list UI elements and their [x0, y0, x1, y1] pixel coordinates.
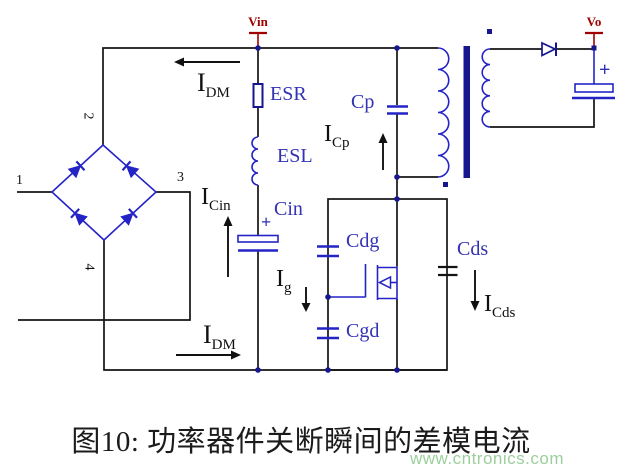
bridge-rectifier: [50, 143, 158, 242]
bottom-wire: [103, 240, 447, 371]
icds-label: ICds: [484, 291, 516, 321]
vo-terminal: [585, 31, 603, 47]
bridge-diamond: [50, 143, 158, 242]
esr-label: ESR: [270, 83, 307, 105]
cgd-capacitor: [317, 327, 339, 340]
cds-capacitor: [438, 265, 458, 277]
mosfet: [328, 264, 398, 300]
cgd-label: Cgd: [346, 320, 380, 342]
bridge-node-2-label: 2: [80, 112, 96, 120]
cdg-label: Cdg: [346, 230, 380, 252]
polarity-dot-primary: [443, 182, 448, 187]
idm-bottom-label: IDM: [203, 320, 236, 353]
output-capacitor: [572, 83, 615, 100]
top-wire: [102, 47, 438, 145]
wires: [17, 47, 595, 371]
secondary-coil: [481, 48, 491, 128]
idm-top-arrow: [174, 57, 240, 67]
output-cap-plus-sign: +: [599, 59, 611, 81]
esl-inductor: [251, 136, 259, 186]
cp-capacitor: [387, 105, 408, 115]
cds-label: Cds: [457, 238, 489, 260]
ig-label: Ig: [276, 266, 292, 296]
vin-terminal: [249, 31, 267, 47]
cdg-capacitor: [317, 245, 339, 258]
cin-label: Cin: [274, 198, 303, 220]
primary-coil: [437, 47, 450, 178]
ig-arrow: [301, 287, 311, 312]
idm-top-label: IDM: [197, 68, 230, 101]
vin-label: Vin: [248, 14, 268, 29]
bridge-diode-bottom-right: [120, 208, 138, 226]
vo-node-dot: [591, 45, 597, 51]
icin-arrow: [223, 216, 233, 277]
cin-plus-sign: +: [261, 212, 272, 232]
bridge-diode-bottom-left: [70, 208, 88, 226]
transformer-core: [463, 46, 470, 178]
esl-label: ESL: [277, 145, 313, 167]
idm-bottom-arrow: [176, 350, 241, 360]
switch-cell-box: [327, 198, 448, 371]
cp-label: Cp: [351, 91, 375, 113]
watermark-text: www.cntronics.com: [410, 449, 564, 468]
bridge-diode-top-right: [121, 160, 140, 179]
figure-caption: 图10: 功率器件关断瞬间的差模电流: [71, 426, 531, 458]
mosfet-body-arrow-icon: [377, 275, 392, 290]
icp-arrow: [378, 133, 388, 170]
esr-resistor: [252, 83, 264, 108]
bridge-diode-top-left: [67, 160, 86, 179]
icds-arrow: [470, 270, 480, 311]
polarity-dot-secondary: [487, 29, 492, 34]
junction-dots: [255, 45, 597, 373]
icp-label: ICp: [324, 121, 350, 151]
output-diode: [541, 41, 557, 57]
secondary-bottom-wire: [490, 99, 595, 128]
icin-label: ICin: [201, 184, 231, 214]
bridge-node-4-label: 4: [81, 263, 97, 271]
cin-capacitor: [237, 234, 279, 252]
transformer: [437, 29, 492, 187]
vo-label: Vo: [586, 14, 602, 29]
bridge-node-3-label: 3: [177, 170, 184, 185]
bridge-node-1-label: 1: [16, 173, 23, 188]
